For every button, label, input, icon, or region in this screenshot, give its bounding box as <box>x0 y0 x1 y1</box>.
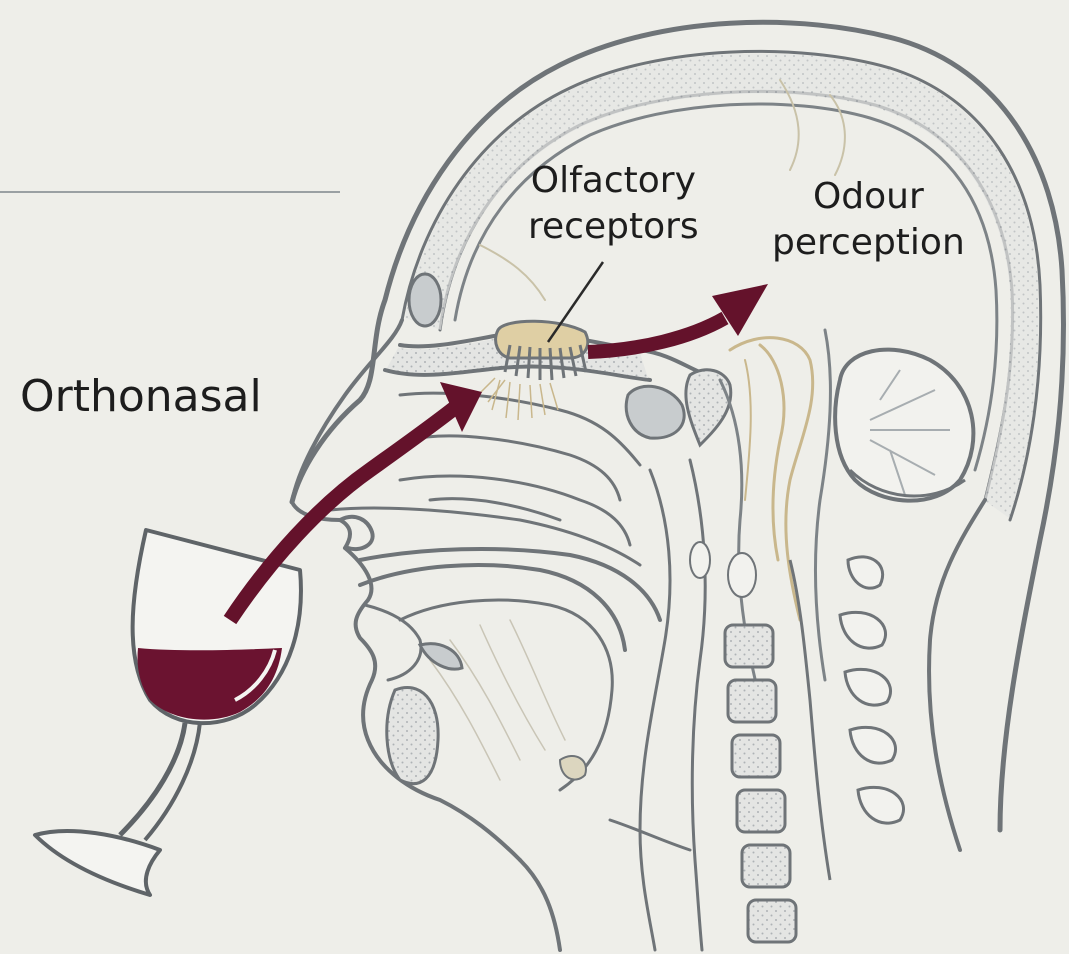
pituitary-region <box>686 370 731 445</box>
odour-label-line1: Odour <box>772 174 965 220</box>
nasal-cavity <box>330 393 660 620</box>
spinal-discs <box>690 542 756 597</box>
olfactory-label-line1: Olfactory <box>528 158 699 204</box>
olfactory-label-line2: receptors <box>528 204 699 250</box>
odour-perception-label: Odour perception <box>772 174 965 266</box>
orthonasal-label: Orthonasal <box>20 371 262 422</box>
odour-label-line2: perception <box>772 220 965 266</box>
hyoid <box>560 756 586 780</box>
mandible <box>387 687 438 783</box>
cerebellum <box>835 350 973 501</box>
perception-arrow <box>588 318 725 352</box>
olfactory-receptors-label: Olfactory receptors <box>528 158 699 250</box>
frontal-sinus <box>409 274 441 326</box>
sphenoid-sinus <box>626 386 684 438</box>
cervical-spine <box>725 557 904 942</box>
